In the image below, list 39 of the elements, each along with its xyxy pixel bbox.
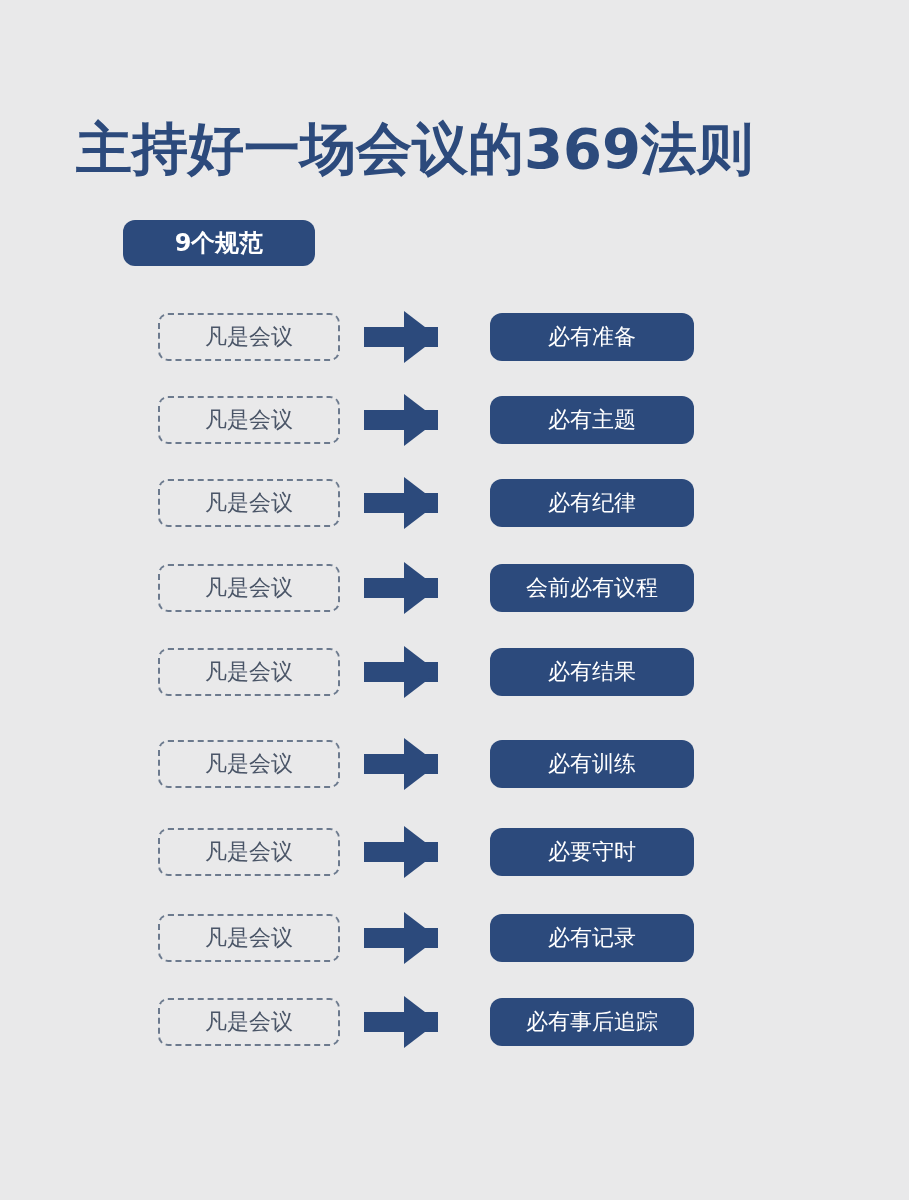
box-label: 凡是会议 <box>205 323 293 351</box>
block-arrow <box>364 394 438 446</box>
box-label: 凡是会议 <box>205 838 293 866</box>
block-arrow <box>364 826 438 878</box>
box-label: 会前必有议程 <box>526 574 658 602</box>
box-label: 凡是会议 <box>205 489 293 517</box>
condition-box <box>158 828 340 876</box>
condition-box <box>158 740 340 788</box>
condition-box <box>158 479 340 527</box>
condition-box <box>158 998 340 1046</box>
block-arrow <box>364 311 438 363</box>
box-label: 必有准备 <box>548 323 636 351</box>
block-arrow <box>364 912 438 964</box>
block-arrow <box>364 562 438 614</box>
box-label: 必有记录 <box>548 924 636 952</box>
box-label: 必有事后追踪 <box>526 1008 658 1036</box>
box-label: 必有结果 <box>548 658 636 686</box>
condition-box <box>158 648 340 696</box>
condition-box <box>158 313 340 361</box>
condition-box <box>158 914 340 962</box>
box-label: 凡是会议 <box>205 750 293 778</box>
condition-box <box>158 564 340 612</box>
box-label: 必有纪律 <box>548 489 636 517</box>
block-arrow <box>364 646 438 698</box>
box-label: 9个规范 <box>174 228 264 259</box>
section-header <box>123 220 315 266</box>
box-label: 凡是会议 <box>205 406 293 434</box>
box-label: 必要守时 <box>548 838 636 866</box>
box-label: 必有训练 <box>548 750 636 778</box>
box-label: 凡是会议 <box>205 1008 293 1036</box>
box-label: 必有主题 <box>548 406 636 434</box>
box-label: 凡是会议 <box>205 924 293 952</box>
box-label: 凡是会议 <box>205 574 293 602</box>
block-arrow <box>364 477 438 529</box>
block-arrow <box>364 738 438 790</box>
title: 主持好一场会议的369法则 <box>76 115 753 183</box>
block-arrow <box>364 996 438 1048</box>
box-label: 凡是会议 <box>205 658 293 686</box>
condition-box <box>158 396 340 444</box>
